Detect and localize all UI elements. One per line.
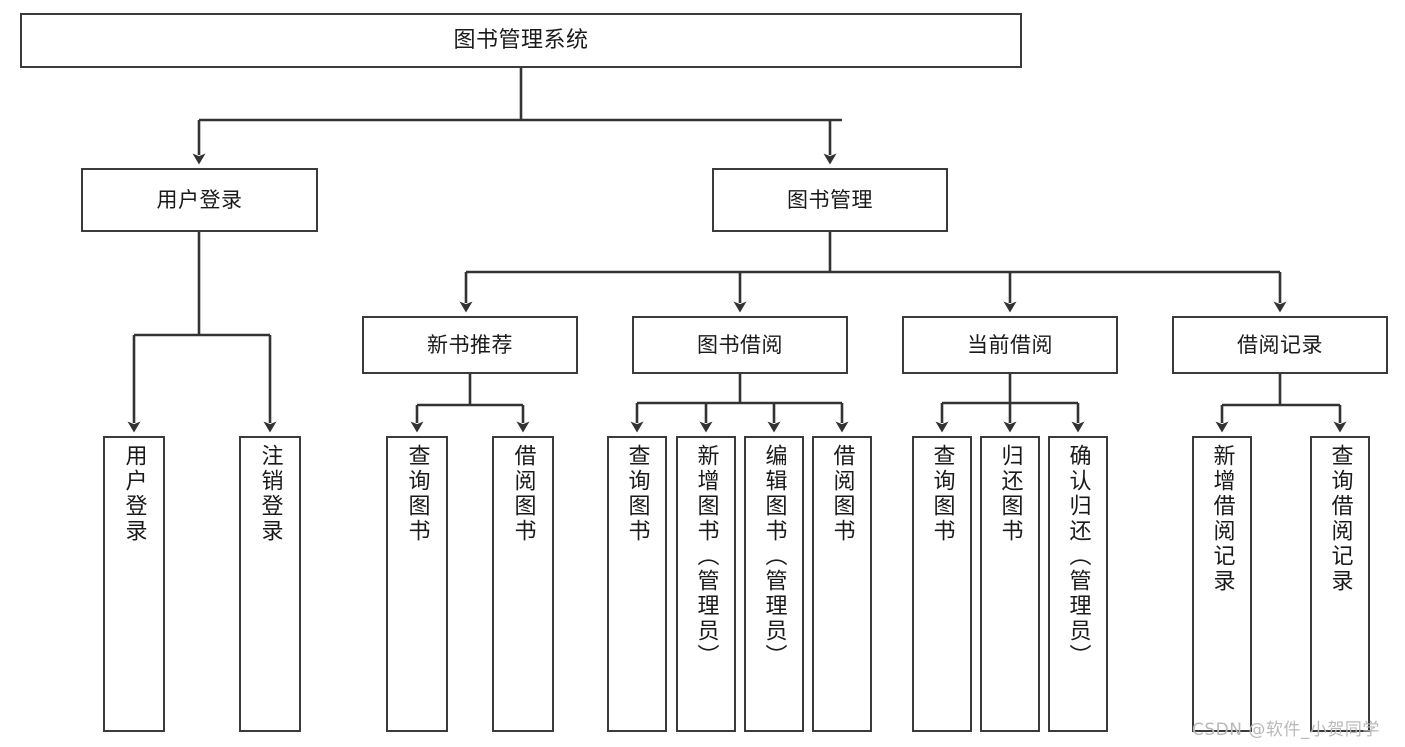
node-label: 借阅记录 bbox=[1237, 332, 1323, 357]
node-borrow-record[interactable]: 借阅记录 bbox=[1172, 316, 1388, 374]
node-label: 查询图书 bbox=[929, 444, 955, 544]
node-label: 新增图书（管理员） bbox=[693, 444, 719, 669]
node-label: 图书管理 bbox=[787, 187, 873, 212]
leaf-borrow-borrow-book[interactable]: 借阅图书 bbox=[812, 436, 872, 732]
node-current-borrow[interactable]: 当前借阅 bbox=[902, 316, 1118, 374]
leaf-recommend-borrow-book[interactable]: 借阅图书 bbox=[492, 436, 554, 732]
leaf-current-return-book[interactable]: 归还图书 bbox=[980, 436, 1040, 732]
node-root-system[interactable]: 图书管理系统 bbox=[20, 13, 1022, 68]
node-label: 图书管理系统 bbox=[453, 27, 589, 53]
leaf-current-query-book[interactable]: 查询图书 bbox=[912, 436, 972, 732]
node-label: 用户登录 bbox=[156, 187, 243, 212]
node-label: 归还图书 bbox=[997, 444, 1023, 544]
node-book-borrow[interactable]: 图书借阅 bbox=[632, 316, 848, 374]
leaf-recommend-query-book[interactable]: 查询图书 bbox=[386, 436, 448, 732]
node-book-management[interactable]: 图书管理 bbox=[712, 168, 948, 232]
node-label: 查询图书 bbox=[404, 444, 430, 544]
node-label: 查询借阅记录 bbox=[1327, 444, 1353, 594]
node-label: 确认归还（管理员） bbox=[1065, 444, 1091, 669]
csdn-watermark: CSDN @软件_小贺同学 bbox=[1192, 720, 1380, 740]
leaf-record-query-record[interactable]: 查询借阅记录 bbox=[1310, 436, 1370, 732]
node-label: 图书借阅 bbox=[697, 332, 783, 357]
node-user-login[interactable]: 用户登录 bbox=[81, 168, 318, 232]
node-new-book-recommend[interactable]: 新书推荐 bbox=[362, 316, 578, 374]
node-label: 新增借阅记录 bbox=[1209, 444, 1235, 594]
leaf-borrow-query-book[interactable]: 查询图书 bbox=[607, 436, 667, 732]
node-label: 借阅图书 bbox=[829, 444, 855, 544]
leaf-user-login[interactable]: 用户登录 bbox=[103, 436, 165, 732]
node-label: 查询图书 bbox=[624, 444, 650, 544]
node-label: 用户登录 bbox=[121, 444, 147, 544]
leaf-logout-login[interactable]: 注销登录 bbox=[239, 436, 301, 732]
node-label: 借阅图书 bbox=[510, 444, 536, 544]
node-label: 当前借阅 bbox=[967, 332, 1053, 357]
node-label: 新书推荐 bbox=[427, 332, 513, 357]
leaf-borrow-add-book-admin[interactable]: 新增图书（管理员） bbox=[676, 436, 736, 732]
node-label: 注销登录 bbox=[257, 444, 283, 544]
leaf-borrow-edit-book-admin[interactable]: 编辑图书（管理员） bbox=[744, 436, 804, 732]
leaf-record-add-record[interactable]: 新增借阅记录 bbox=[1192, 436, 1252, 732]
leaf-current-confirm-return-admin[interactable]: 确认归还（管理员） bbox=[1048, 436, 1108, 732]
node-label: 编辑图书（管理员） bbox=[761, 444, 787, 669]
